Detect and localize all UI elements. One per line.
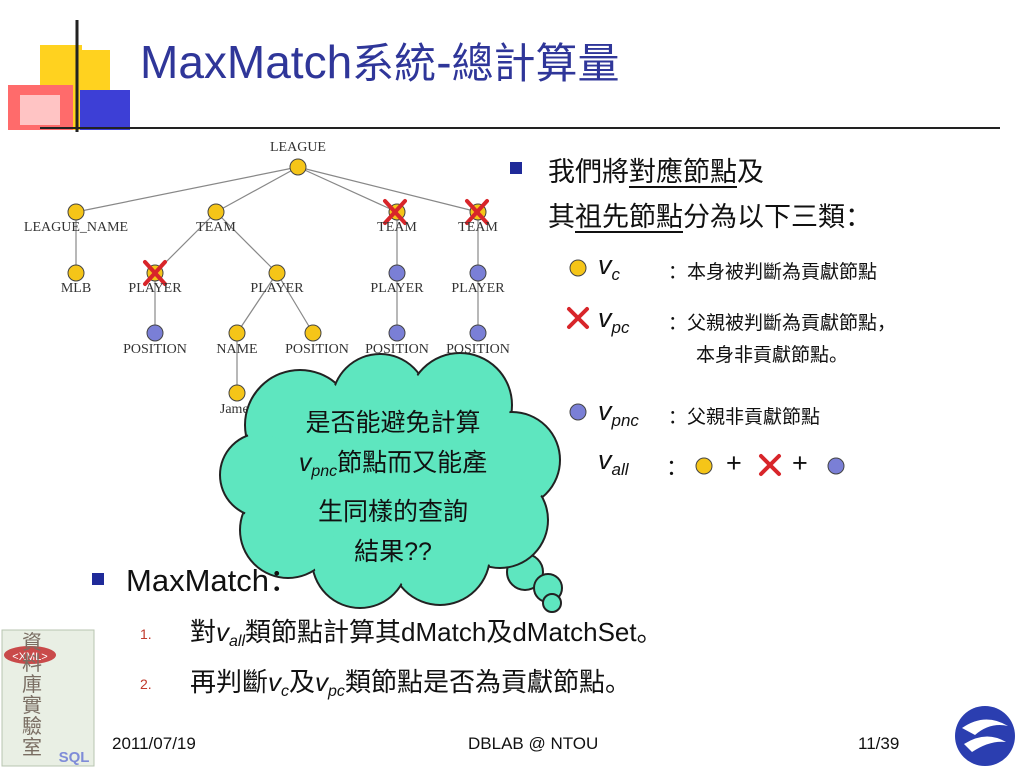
node-position-1 bbox=[146, 324, 164, 342]
footer-date: 2011/07/19 bbox=[112, 734, 196, 753]
yellow-circle-icon bbox=[569, 259, 587, 277]
footer-page-number: 11/39 bbox=[858, 734, 900, 753]
maxmatch-bullet bbox=[92, 573, 104, 585]
node-team-2 bbox=[388, 203, 406, 221]
node-name bbox=[228, 324, 246, 342]
tree-label-position-4: POSITION bbox=[446, 342, 510, 357]
tree-label-position-2: POSITION bbox=[285, 342, 349, 357]
node-position-3 bbox=[388, 324, 406, 342]
svg-text:SQL: SQL bbox=[59, 749, 90, 766]
cloud-line-1: 是否能避免計算 bbox=[305, 408, 481, 437]
maxmatch-label: MaxMatch： bbox=[126, 563, 300, 598]
intro-1-underlined: 對應節點 bbox=[629, 157, 737, 188]
page-title: MaxMatch系統-總計算量 bbox=[140, 30, 620, 91]
intro-2-underlined: 祖先節點 bbox=[575, 202, 683, 233]
intro-bullet bbox=[510, 162, 522, 174]
red-x-icon bbox=[567, 307, 589, 329]
title-cjk-2: 總計算量 bbox=[451, 39, 620, 88]
tree-label-mlb: MLB bbox=[61, 281, 91, 296]
intro-1a: 我們將 bbox=[548, 157, 629, 188]
tree-label-player-3: PLAYER bbox=[370, 281, 424, 296]
lab-logo-text: 資料庫實驗室 bbox=[22, 630, 42, 759]
tree-label-name: NAME bbox=[216, 342, 257, 357]
node-team-3 bbox=[469, 203, 487, 221]
tree-label-player-4: PLAYER bbox=[451, 281, 505, 296]
intro-line-2: 其祖先節點分為以下三類： bbox=[548, 195, 872, 234]
tree-label-league: LEAGUE bbox=[270, 140, 326, 155]
blue-circle-icon bbox=[827, 457, 845, 475]
vpc-description: ：父親被判斷為貢獻節點， bbox=[668, 312, 897, 334]
blue-circle-icon bbox=[569, 403, 587, 421]
tree-label-team-2: TEAM bbox=[377, 220, 417, 235]
tree-label-position-1: POSITION bbox=[123, 342, 187, 357]
title-dash: - bbox=[436, 36, 452, 88]
tree-label-team-1: TEAM bbox=[196, 220, 236, 235]
plus-sign-2: + bbox=[792, 448, 808, 478]
vpc-symbol: vpc bbox=[598, 303, 630, 337]
vc-symbol: vc bbox=[598, 250, 620, 284]
intro-line-1: 我們將對應節點及 bbox=[548, 150, 764, 189]
node-player-3 bbox=[388, 264, 406, 282]
tree-label-player-1: PLAYER bbox=[128, 281, 182, 296]
yellow-circle-icon bbox=[695, 457, 713, 475]
plus-sign-1: + bbox=[726, 448, 742, 478]
vall-symbol: vall bbox=[598, 445, 629, 479]
red-x-icon bbox=[759, 454, 781, 476]
node-league-name bbox=[67, 203, 85, 221]
step-2: 再判斷vc及vpc類節點是否為貢獻節點。 bbox=[190, 667, 631, 700]
node-player-2 bbox=[268, 264, 286, 282]
node-league bbox=[289, 158, 307, 176]
node-player-4 bbox=[469, 264, 487, 282]
cross-marks bbox=[143, 199, 489, 286]
node-james bbox=[228, 384, 246, 402]
cloud-line-3: 生同樣的查詢 bbox=[317, 497, 468, 526]
intro-1b: 及 bbox=[737, 157, 764, 188]
title-cjk-1: 系統 bbox=[352, 39, 437, 88]
tree-label-position-3: POSITION bbox=[365, 342, 429, 357]
xml-tree-diagram: LEAGUE LEAGUE_NAME TEAM TEAM TEAM MLB PL… bbox=[24, 140, 510, 417]
vpnc-description: ：父親非貢獻節點 bbox=[668, 406, 821, 428]
node-position-2 bbox=[304, 324, 322, 342]
cloud-text: 是否能避免計算 vpnc節點而又能產 生同樣的查詢 結果?? bbox=[248, 403, 538, 572]
step-2-number: 2. bbox=[140, 676, 152, 692]
vc-description: ：本身被判斷為貢獻節點 bbox=[668, 261, 878, 283]
tree-label-team-3: TEAM bbox=[458, 220, 498, 235]
intro-2a: 其 bbox=[548, 202, 575, 233]
step-1-number: 1. bbox=[140, 626, 152, 642]
intro-2b: 分為以下三類： bbox=[683, 202, 872, 233]
cloud-line-2: vpnc節點而又能產 bbox=[298, 448, 488, 480]
vall-colon: ： bbox=[666, 456, 689, 481]
tree-label-player-2: PLAYER bbox=[250, 281, 304, 296]
node-position-4 bbox=[469, 324, 487, 342]
vpnc-symbol: vpnc bbox=[598, 396, 639, 430]
step-1: 對vall類節點計算其dMatch及dMatchSet。 bbox=[190, 617, 663, 650]
title-prefix: MaxMatch bbox=[140, 36, 353, 88]
footer-center: DBLAB @ NTOU bbox=[468, 734, 599, 753]
node-team-1 bbox=[207, 203, 225, 221]
cloud-line-4: 結果?? bbox=[354, 537, 432, 566]
tree-label-league-name: LEAGUE_NAME bbox=[24, 220, 128, 235]
node-mlb bbox=[67, 264, 85, 282]
vpc-description-2: 本身非貢獻節點。 bbox=[696, 344, 849, 366]
node-player-1 bbox=[146, 264, 164, 282]
university-logo bbox=[955, 706, 1015, 766]
